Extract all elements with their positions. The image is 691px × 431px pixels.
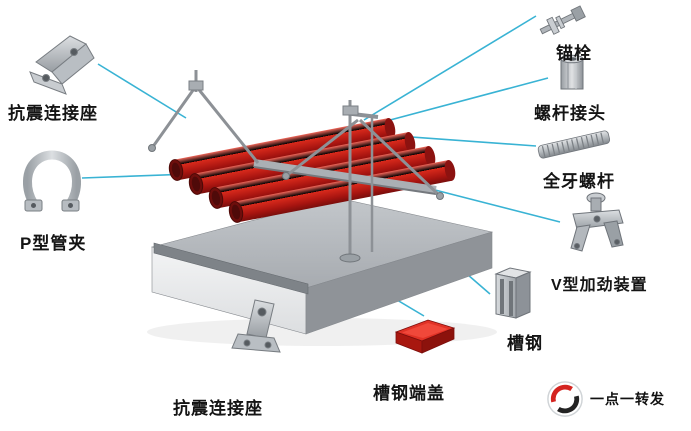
watermark-logo-icon: [547, 381, 583, 417]
callout-line-connector-top: [97, 63, 187, 119]
base-channel-rail: [153, 242, 309, 295]
watermark-text: 一点一转发: [590, 391, 665, 407]
seismic-connector-bottom-icon: [222, 294, 302, 373]
threaded-rod-icon: [534, 124, 614, 171]
label-p-pipe-clamp: P型管夹: [20, 234, 87, 253]
label-seismic-connector-bottom: 抗震连接座: [173, 399, 263, 418]
p-pipe-clamp-icon: [20, 138, 84, 227]
label-v-stiffener: V型加劲装置: [551, 277, 648, 294]
label-threaded-rod: 全牙螺杆: [543, 172, 615, 191]
label-anchor-bolt: 锚栓: [556, 44, 592, 63]
channel-steel-icon: [486, 264, 540, 329]
channel-end-cap-icon: [386, 312, 462, 367]
label-channel-steel: 槽钢: [507, 334, 543, 353]
watermark: 一点一转发: [546, 380, 665, 418]
callout-line-anchor: [363, 15, 537, 121]
callout-line-coupling: [363, 77, 549, 128]
bracing-rods: [148, 70, 444, 263]
anchor-bolt-icon: [534, 0, 594, 47]
rod-coupling-icon: [548, 50, 596, 101]
label-rod-coupling: 螺杆接头: [534, 104, 606, 123]
label-seismic-connector-top: 抗震连接座: [8, 104, 98, 123]
seismic-connector-top-icon: [22, 28, 106, 107]
v-stiffener-icon: [560, 188, 632, 269]
label-channel-end-cap: 槽钢端盖: [373, 384, 445, 403]
